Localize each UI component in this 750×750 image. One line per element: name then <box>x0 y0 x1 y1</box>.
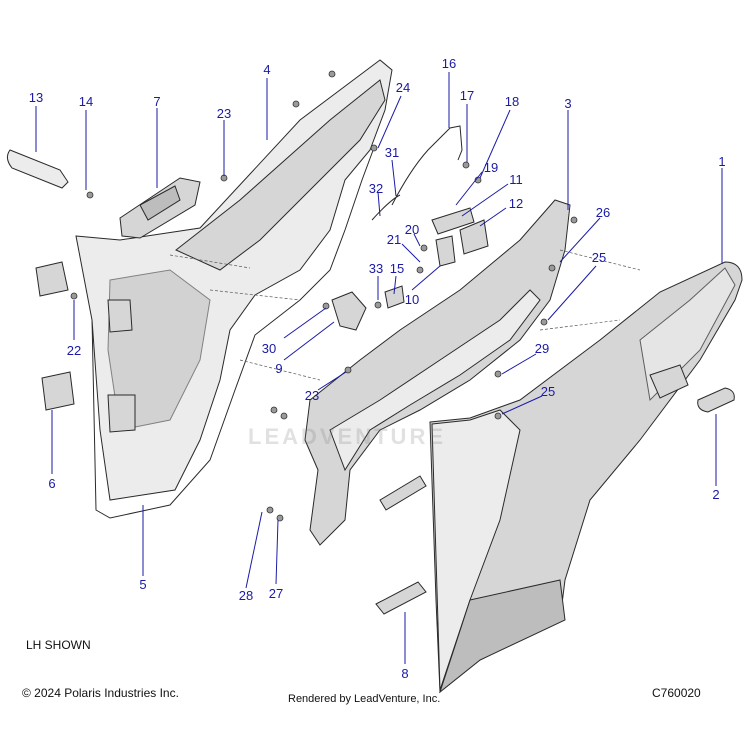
callouts: 13 14 7 23 4 24 16 17 18 3 1 31 19 32 11… <box>29 56 726 681</box>
interior-handle <box>119 177 201 239</box>
callout-31: 31 <box>385 145 399 160</box>
exterior-handle <box>697 387 735 413</box>
callout-2: 2 <box>712 487 719 502</box>
callout-11: 11 <box>509 172 523 187</box>
door-pin <box>6 149 69 189</box>
callout-23-lower: 23 <box>305 388 319 403</box>
callout-27: 27 <box>269 586 283 601</box>
callout-8: 8 <box>401 666 408 681</box>
callout-21: 21 <box>387 232 401 247</box>
inner-door-frame <box>304 199 571 546</box>
callout-17: 17 <box>460 88 474 103</box>
watermark: LEADVENTURE <box>248 424 447 449</box>
callout-25-upper: 25 <box>592 250 606 265</box>
callout-13: 13 <box>29 90 43 105</box>
callout-25-lower: 25 <box>541 384 555 399</box>
inner-door-trim <box>75 59 393 501</box>
callout-23-upper: 23 <box>217 106 231 121</box>
callout-33: 33 <box>369 261 383 276</box>
door-seal <box>91 144 376 519</box>
callout-20: 20 <box>405 222 419 237</box>
callout-26: 26 <box>596 205 610 220</box>
callout-10: 10 <box>405 292 419 307</box>
callout-6: 6 <box>48 476 55 491</box>
callout-16: 16 <box>442 56 456 71</box>
callout-4: 4 <box>263 62 270 77</box>
latch-assembly <box>331 125 489 331</box>
callout-30: 30 <box>262 341 276 356</box>
callout-18: 18 <box>505 94 519 109</box>
callout-24: 24 <box>396 80 410 95</box>
copyright-notice: © 2024 Polaris Industries Inc. <box>22 686 179 700</box>
callout-32: 32 <box>369 181 383 196</box>
outer-door-panel <box>429 261 743 694</box>
diagram-code: C760020 <box>652 686 701 700</box>
hinge-plate-upper <box>379 475 427 511</box>
rendered-by-credit: Rendered by LeadVenture, Inc. <box>288 693 441 705</box>
callout-5: 5 <box>139 577 146 592</box>
leader-lines <box>35 72 723 664</box>
callout-15: 15 <box>390 261 404 276</box>
assembly-guides <box>169 249 641 381</box>
trim-caps <box>35 261 75 411</box>
callout-29: 29 <box>535 341 549 356</box>
hardware-fasteners <box>70 70 578 522</box>
callout-12: 12 <box>509 196 523 211</box>
lh-shown-note: LH SHOWN <box>26 638 91 652</box>
callout-28: 28 <box>239 588 253 603</box>
callout-22: 22 <box>67 343 81 358</box>
callout-19: 19 <box>484 160 498 175</box>
callout-1: 1 <box>718 154 725 169</box>
callout-7: 7 <box>153 94 160 109</box>
callout-14: 14 <box>79 94 93 109</box>
callout-3: 3 <box>564 96 571 111</box>
hinge-plate-lower <box>375 581 427 615</box>
callout-9: 9 <box>275 361 282 376</box>
